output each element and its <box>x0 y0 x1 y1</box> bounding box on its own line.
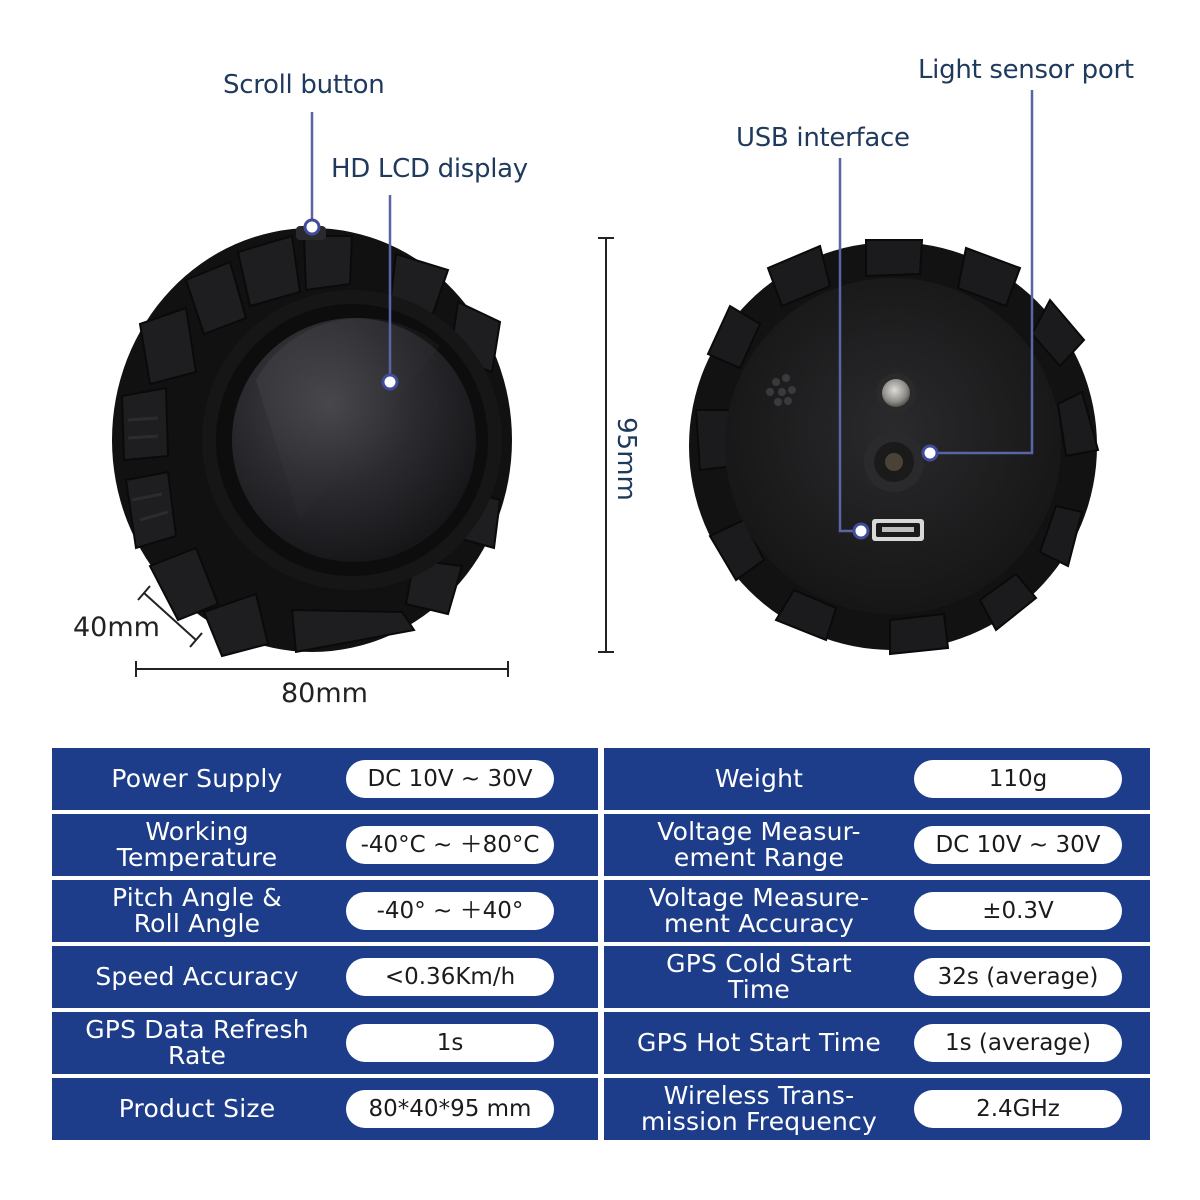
spec-value: 2.4GHz <box>914 1090 1122 1128</box>
spec-label: GPS Data Refresh Rate <box>85 1015 309 1070</box>
spec-value: -40° ~ ＋40° <box>346 892 554 930</box>
device-illustration <box>112 90 1100 677</box>
spec-label: Voltage Measure- ment Accuracy <box>648 883 870 938</box>
spec-value: DC 10V ~ 30V <box>346 760 554 798</box>
spec-value: 80*40*95 mm <box>346 1090 554 1128</box>
height-dimension-label: 95mm <box>610 417 641 501</box>
spec-value: DC 10V ~ 30V <box>914 826 1122 864</box>
spec-table: Power Supply DC 10V ~ 30V Working Temper… <box>52 748 1150 1140</box>
spec-column-right: Weight 110g Voltage Measur- ement Range … <box>604 748 1150 1140</box>
width-dimension-label: 80mm <box>281 678 368 709</box>
spec-value: 110g <box>914 760 1122 798</box>
spec-value: 32s (average) <box>914 958 1122 996</box>
spec-label: GPS Cold Start Time <box>666 949 852 1004</box>
spec-row-wireless-frequency: Wireless Trans- mission Frequency 2.4GHz <box>604 1078 1150 1140</box>
spec-row-speed-accuracy: Speed Accuracy <0.36Km/h <box>52 946 598 1008</box>
spec-value: -40°C ~ ＋80°C <box>346 826 554 864</box>
spec-label: Speed Accuracy <box>95 962 299 991</box>
scroll-button-label: Scroll button <box>223 70 385 100</box>
product-diagram: Scroll button HD LCD display USB interfa… <box>73 55 1134 709</box>
usb-interface-label: USB interface <box>736 123 910 153</box>
spec-label: Wireless Trans- mission Frequency <box>641 1081 877 1136</box>
light-sensor-port-label: Light sensor port <box>918 55 1134 85</box>
dimension-lines <box>135 237 614 677</box>
spec-row-gps-hot-start: GPS Hot Start Time 1s (average) <box>604 1012 1150 1074</box>
spec-value: 1s (average) <box>914 1024 1122 1062</box>
front-device <box>112 226 512 658</box>
hd-lcd-display-label: HD LCD display <box>331 154 528 184</box>
spec-label: Weight <box>714 764 804 793</box>
spec-value: 1s <box>346 1024 554 1062</box>
callout-lines <box>310 90 1034 533</box>
spec-label: Pitch Angle & Roll Angle <box>112 883 282 938</box>
spec-row-voltage-accuracy: Voltage Measure- ment Accuracy ±0.3V <box>604 880 1150 942</box>
spec-value: <0.36Km/h <box>346 958 554 996</box>
spec-label: Power Supply <box>111 764 283 793</box>
spec-label: GPS Hot Start Time <box>637 1028 881 1057</box>
spec-row-gps-cold-start: GPS Cold Start Time 32s (average) <box>604 946 1150 1008</box>
back-device <box>689 239 1100 656</box>
spec-row-working-temperature: Working Temperature -40°C ~ ＋80°C <box>52 814 598 876</box>
spec-row-weight: Weight 110g <box>604 748 1150 810</box>
spec-value: ±0.3V <box>914 892 1122 930</box>
spec-label: Product Size <box>118 1094 276 1123</box>
spec-column-left: Power Supply DC 10V ~ 30V Working Temper… <box>52 748 598 1140</box>
spec-row-power-supply: Power Supply DC 10V ~ 30V <box>52 748 598 810</box>
spec-row-pitch-roll-angle: Pitch Angle & Roll Angle -40° ~ ＋40° <box>52 880 598 942</box>
depth-dimension-label: 40mm <box>73 612 160 643</box>
spec-row-product-size: Product Size 80*40*95 mm <box>52 1078 598 1140</box>
spec-row-voltage-range: Voltage Measur- ement Range DC 10V ~ 30V <box>604 814 1150 876</box>
spec-label: Voltage Measur- ement Range <box>657 817 861 872</box>
callout-dots <box>303 218 939 540</box>
spec-label: Working Temperature <box>116 817 278 872</box>
spec-row-gps-refresh-rate: GPS Data Refresh Rate 1s <box>52 1012 598 1074</box>
